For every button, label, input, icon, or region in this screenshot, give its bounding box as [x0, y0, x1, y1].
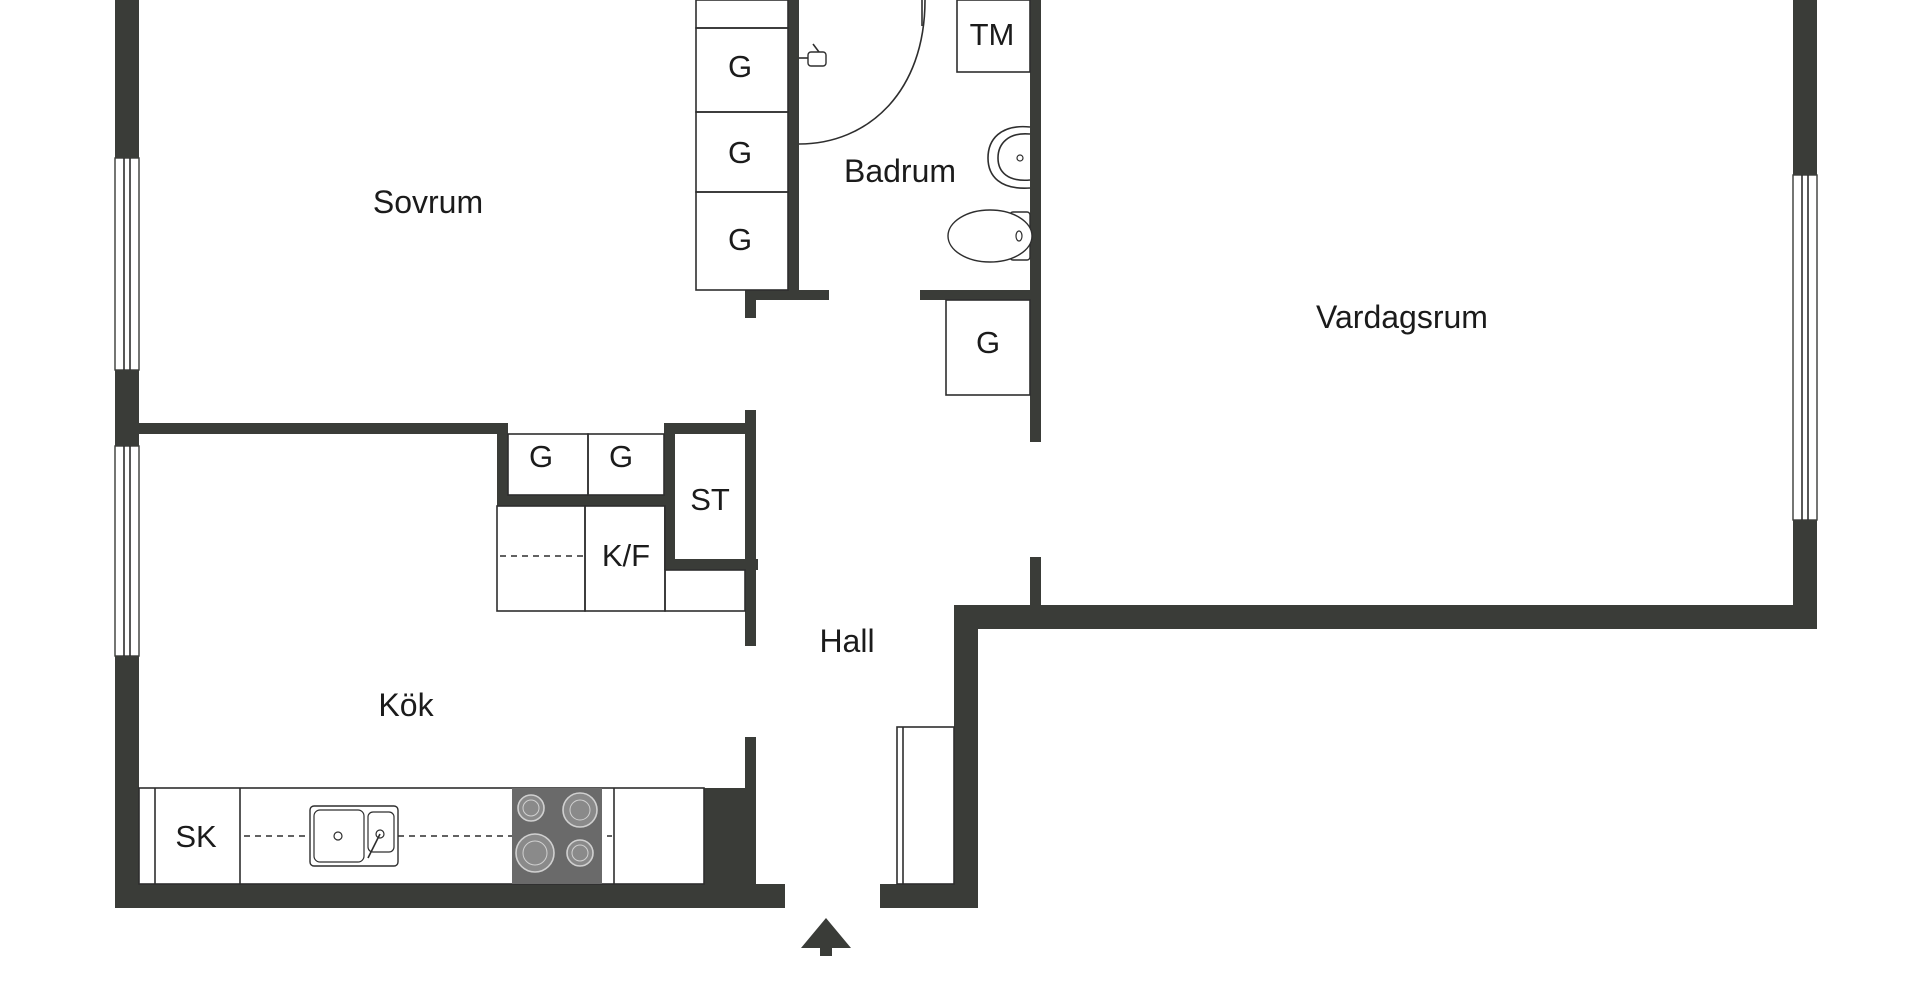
wall-bathroom-bottom-left: [745, 290, 829, 300]
kitchen-counter: [138, 787, 705, 885]
shower-icon: [798, 0, 926, 145]
window-kitchen: [114, 445, 140, 657]
fixture-label-cabinet: SK: [175, 819, 217, 854]
fixture-label-storage: ST: [690, 482, 730, 517]
fixture-label-fridge-freezer: K/F: [602, 538, 650, 573]
wall-kitchen-closet: [497, 423, 508, 506]
wall-bathroom-bottom-right: [920, 290, 1040, 300]
windows: [114, 157, 1818, 657]
wall-kitchen-hall-upper: [745, 410, 756, 646]
room-label-kitchen: Kök: [378, 687, 434, 723]
room-label-living: Vardagsrum: [1316, 299, 1488, 335]
fridge-freezer-box: [584, 505, 666, 612]
shower-head-icon: [799, 43, 827, 67]
counter-left: [496, 505, 586, 612]
wall-kitchen-corner-block: [704, 788, 756, 884]
bathroom-fixtures: [798, 0, 1033, 263]
fixture-label-wardrobe: G: [728, 135, 752, 170]
bedroom-wardrobes: [695, 0, 789, 291]
hall-shelf: [896, 726, 955, 885]
fixture-label-wardrobe: G: [728, 49, 752, 84]
room-label-bathroom: Badrum: [844, 153, 956, 189]
wall-right-top: [1793, 0, 1817, 175]
room-label-hall: Hall: [819, 623, 874, 659]
kitchen-storage: [496, 433, 746, 612]
washbasin-icon: [987, 125, 1031, 189]
fixture-label-washing-machine: TM: [970, 17, 1015, 52]
wall-bottom-left: [115, 884, 785, 908]
wall-living-bottom: [954, 605, 1817, 629]
kitchen-sink-icon: [309, 805, 399, 867]
fixture-label-kitchen-wardrobe: G: [529, 439, 553, 474]
fixture-label-wardrobe: G: [728, 222, 752, 257]
washing-machine-box: [956, 0, 1031, 73]
hob-icon: [512, 788, 602, 884]
room-label-bedroom: Sovrum: [373, 184, 483, 220]
wall-left-top: [115, 0, 139, 158]
wall-hall-right: [954, 605, 978, 908]
walls: [115, 0, 1817, 908]
wall-left-mid: [115, 370, 139, 446]
hall-wardrobe-box: [945, 299, 1031, 396]
wall-kitchen-top: [115, 423, 503, 434]
wardrobe-box: [695, 191, 789, 291]
wall-living-door-stub: [1030, 557, 1041, 609]
wall-storage-bottom: [664, 559, 758, 570]
wall-storage-left: [664, 423, 675, 570]
wall-bathroom-left: [788, 0, 799, 300]
wall-storage-top: [664, 423, 754, 434]
wall-right-bottom: [1793, 520, 1817, 629]
toilet-icon: [947, 209, 1033, 263]
fixture-label-kitchen-wardrobe: G: [609, 439, 633, 474]
window-bedroom: [114, 157, 140, 371]
wall-bathroom-stub: [745, 290, 756, 318]
wall-bathroom-right: [1030, 0, 1041, 442]
entrance-arrow-icon: [801, 918, 851, 956]
fixture-label-hall-wardrobe: G: [976, 325, 1000, 360]
wall-left-bottom: [115, 656, 139, 906]
window-living: [1792, 174, 1818, 521]
wall-kitchen-closet-bottom: [497, 495, 669, 506]
